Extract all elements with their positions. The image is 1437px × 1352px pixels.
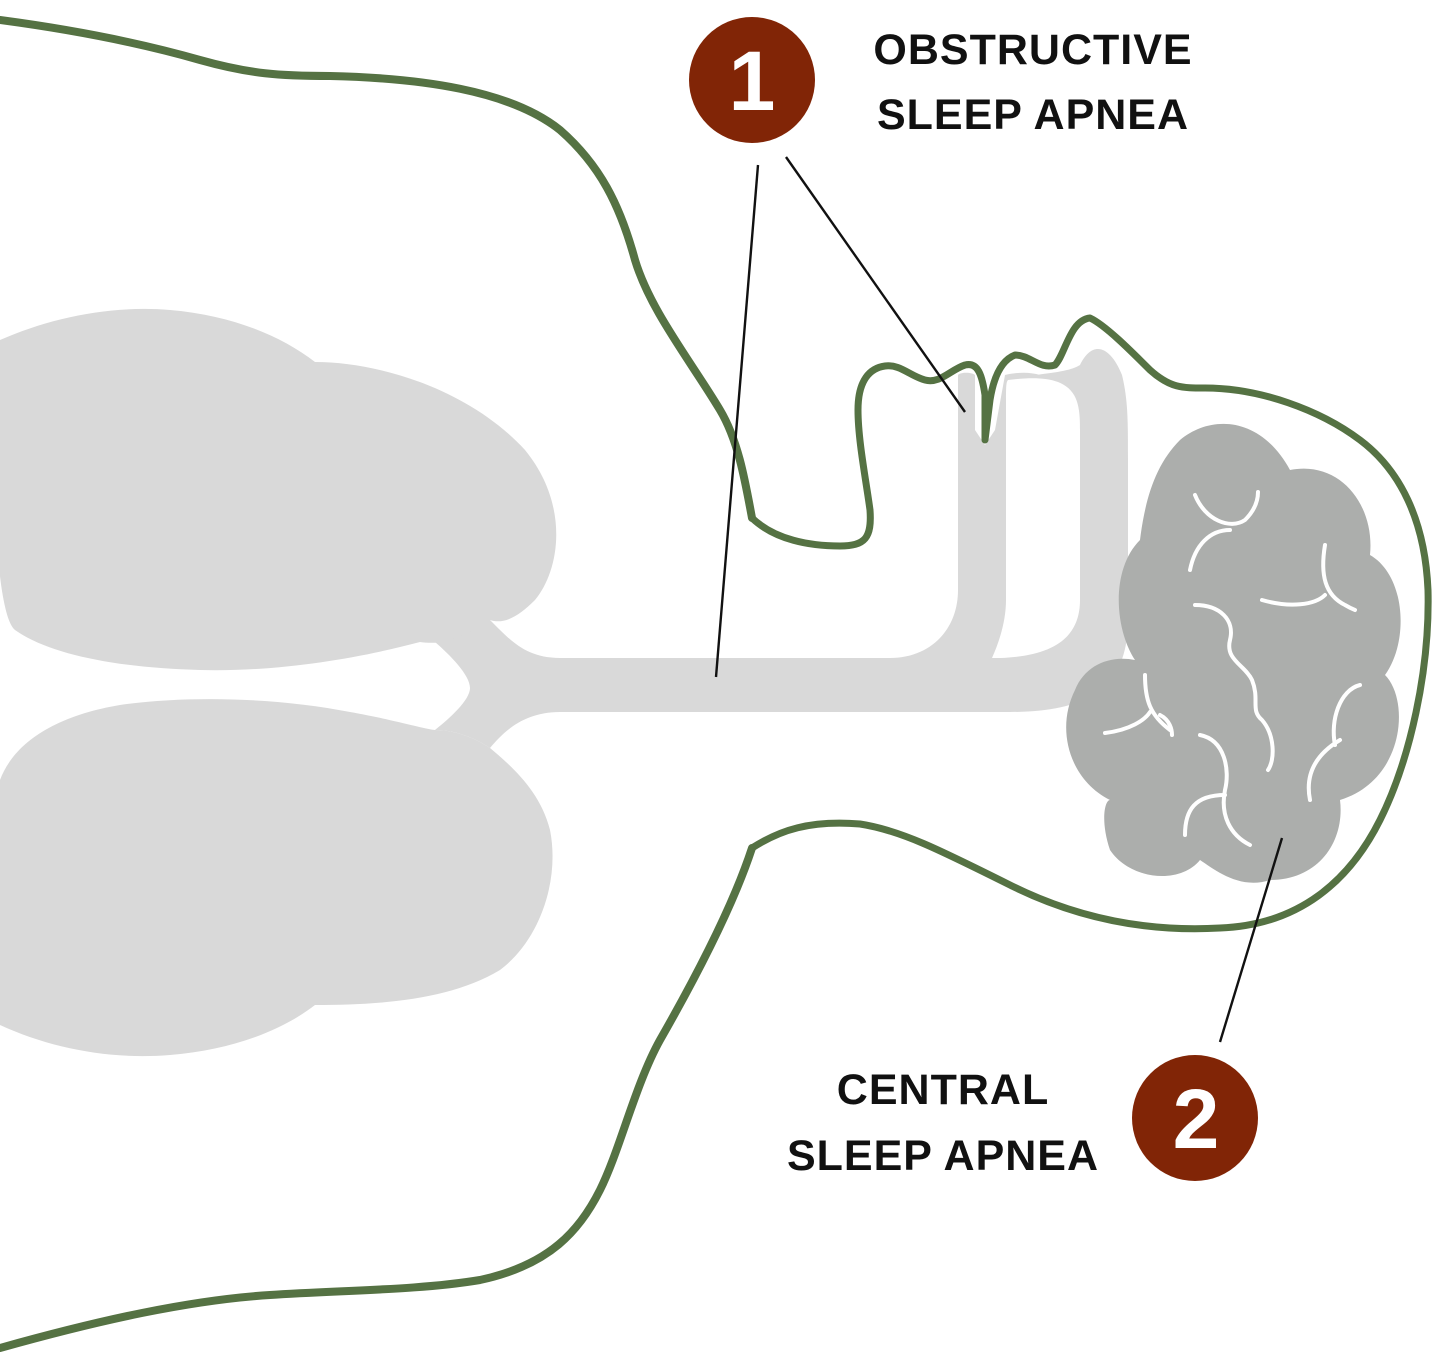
central-label-line1: CENTRAL xyxy=(837,1066,1049,1114)
badge-2-number: 2 xyxy=(1173,1072,1220,1166)
badge-1-number: 1 xyxy=(729,34,776,128)
lower-lung xyxy=(0,699,553,1056)
central-label-line2: SLEEP APNEA xyxy=(787,1132,1099,1180)
obstructive-callout: 1 OBSTRUCTIVE SLEEP APNEA xyxy=(689,17,1193,143)
obstructive-label-line1: OBSTRUCTIVE xyxy=(873,26,1192,74)
upper-lung xyxy=(0,309,556,670)
obstructive-label-line2: SLEEP APNEA xyxy=(877,91,1189,139)
leader-line-obstructive-mouth xyxy=(786,157,965,412)
central-callout: 2 CENTRAL SLEEP APNEA xyxy=(787,1055,1258,1181)
